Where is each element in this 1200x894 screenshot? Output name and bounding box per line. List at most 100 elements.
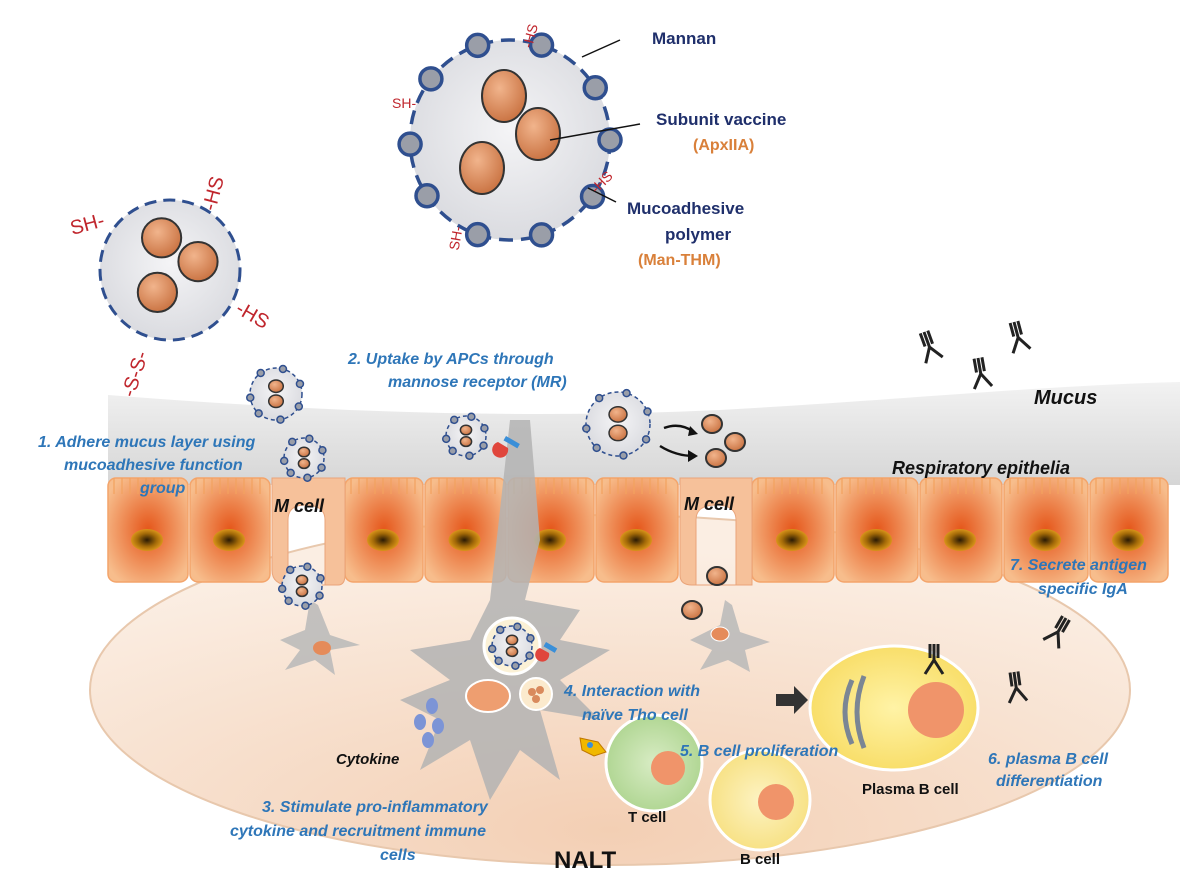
small-particle	[246, 364, 305, 424]
iga-antibody	[914, 327, 945, 365]
step-4-line: naïve Tho cell	[582, 707, 688, 724]
mannan-bead	[285, 565, 295, 575]
disulfide-bond: -S-S-	[118, 349, 153, 400]
release-arrowhead-2	[688, 450, 698, 462]
mannan-bead	[464, 32, 491, 59]
small-particle	[277, 562, 325, 610]
step-1-text: 1. Adhere mucus layer using mucoadhesive…	[38, 434, 255, 497]
thiol-sh: SH-	[68, 210, 107, 240]
mannan-bead	[286, 468, 295, 478]
small-particle	[582, 388, 652, 460]
step-1-line: mucoadhesive function	[64, 457, 243, 474]
mannan-bead	[619, 451, 628, 460]
step-1-line: group	[139, 480, 186, 497]
pointer-mannan	[581, 39, 621, 58]
pointer-polymer	[587, 187, 617, 203]
mannan-bead	[525, 651, 534, 660]
antigen-apxiia	[297, 446, 311, 458]
m-cell-right	[679, 477, 753, 586]
step-3-line: cells	[380, 847, 416, 864]
step-1-line: 1. Adhere mucus layer using	[38, 434, 255, 451]
label-mucus: Mucus	[1034, 387, 1097, 409]
mannan-bead	[303, 562, 312, 571]
mannan-bead	[287, 437, 297, 447]
step-3-line: cytokine and recruitment immune	[230, 823, 486, 840]
epithelial-cell-row	[107, 477, 1169, 583]
epithelial-cell	[1089, 477, 1169, 583]
mannan-bead	[526, 633, 535, 643]
epithelial-cell	[835, 477, 919, 583]
cell-nucleus	[367, 529, 399, 551]
antigen-apxiia	[481, 69, 527, 123]
interaction-icon	[579, 737, 607, 757]
plasma-b-cell-nucleus	[908, 682, 964, 738]
thiol-sh: SH-	[446, 225, 466, 252]
dc-vesicle-large	[465, 679, 511, 713]
mannan-bead	[294, 402, 304, 411]
mannan-bead	[487, 644, 497, 654]
label-mannan: Mannan	[652, 29, 716, 48]
mannan-bead	[397, 131, 423, 157]
label-apxiia: (ApxIIA)	[693, 137, 754, 154]
antigen-apxiia	[136, 271, 178, 313]
dendritic-cell-right	[690, 600, 770, 672]
mannan-bead	[641, 435, 651, 444]
step-4-text: 4. Interaction with naïve Tho cell	[563, 683, 700, 724]
label-b-cell: B cell	[740, 851, 780, 868]
small-particle	[441, 412, 489, 460]
label-t-cell: T cell	[628, 809, 666, 826]
cell-nucleus	[213, 529, 245, 551]
mannan-bead	[276, 415, 285, 424]
antigen-apxiia	[297, 458, 311, 470]
antigen-apxiia	[505, 646, 519, 658]
mannan-bead	[528, 32, 555, 58]
cell-nucleus	[776, 529, 808, 551]
mannan-bead	[278, 364, 288, 374]
antigen-apxiia	[608, 424, 628, 442]
antigen-apxiia	[141, 217, 183, 259]
endosome-receptor	[535, 642, 558, 662]
step-4-line: 4. Interaction with	[563, 683, 700, 700]
pointer-vaccine	[549, 123, 641, 141]
label-polymer: polymer	[665, 225, 732, 244]
step-7-line: specific IgA	[1038, 581, 1128, 598]
iga-antibody	[1003, 318, 1032, 355]
mannan-bead	[511, 661, 520, 670]
mannan-bead	[418, 66, 444, 92]
thiol-hs: -HS	[232, 297, 273, 333]
epithelial-cell	[595, 477, 679, 583]
thiol-hs: -HS	[519, 22, 541, 49]
small-particle	[487, 622, 535, 670]
mannan-bead	[317, 463, 326, 472]
step-3-line: 3. Stimulate pro-inflammatory	[262, 799, 489, 816]
label-cytokine: Cytokine	[336, 751, 399, 768]
step-2-text: 2. Uptake by APCs through mannose recept…	[347, 351, 567, 391]
mannan-bead	[284, 596, 293, 606]
antigen-apxiia	[515, 107, 561, 161]
dendritic-cell-left	[280, 600, 360, 675]
mannan-bead	[467, 412, 476, 421]
mannan-bead	[495, 625, 505, 635]
m-cell-left	[271, 477, 346, 586]
step-6-line: 6. plasma B cell	[988, 751, 1109, 768]
mannan-bead	[582, 424, 591, 433]
cell-nucleus	[620, 529, 652, 551]
plasma-er	[842, 675, 867, 749]
dc-vesicle-antigen	[536, 686, 544, 694]
release-arrowhead-1	[688, 426, 698, 436]
label-subunit-vaccine: Subunit vaccine	[656, 110, 786, 129]
mannan-bead	[303, 473, 312, 482]
legend-particle	[397, 32, 623, 248]
mannan-bead	[295, 379, 305, 389]
label-m-cell-left: M cell	[274, 496, 325, 516]
epithelial-cell	[189, 477, 271, 583]
label-plasma-b-cell: Plasma B cell	[862, 781, 959, 798]
mannan-bead	[528, 222, 555, 248]
antigen-apxiia	[177, 241, 219, 283]
cell-nucleus	[131, 529, 163, 551]
mannan-bead	[254, 409, 263, 418]
cytokine-dots	[414, 698, 444, 748]
mannan-bead	[318, 445, 327, 455]
step-6-text: 6. plasma B cell differentiation	[988, 751, 1109, 790]
